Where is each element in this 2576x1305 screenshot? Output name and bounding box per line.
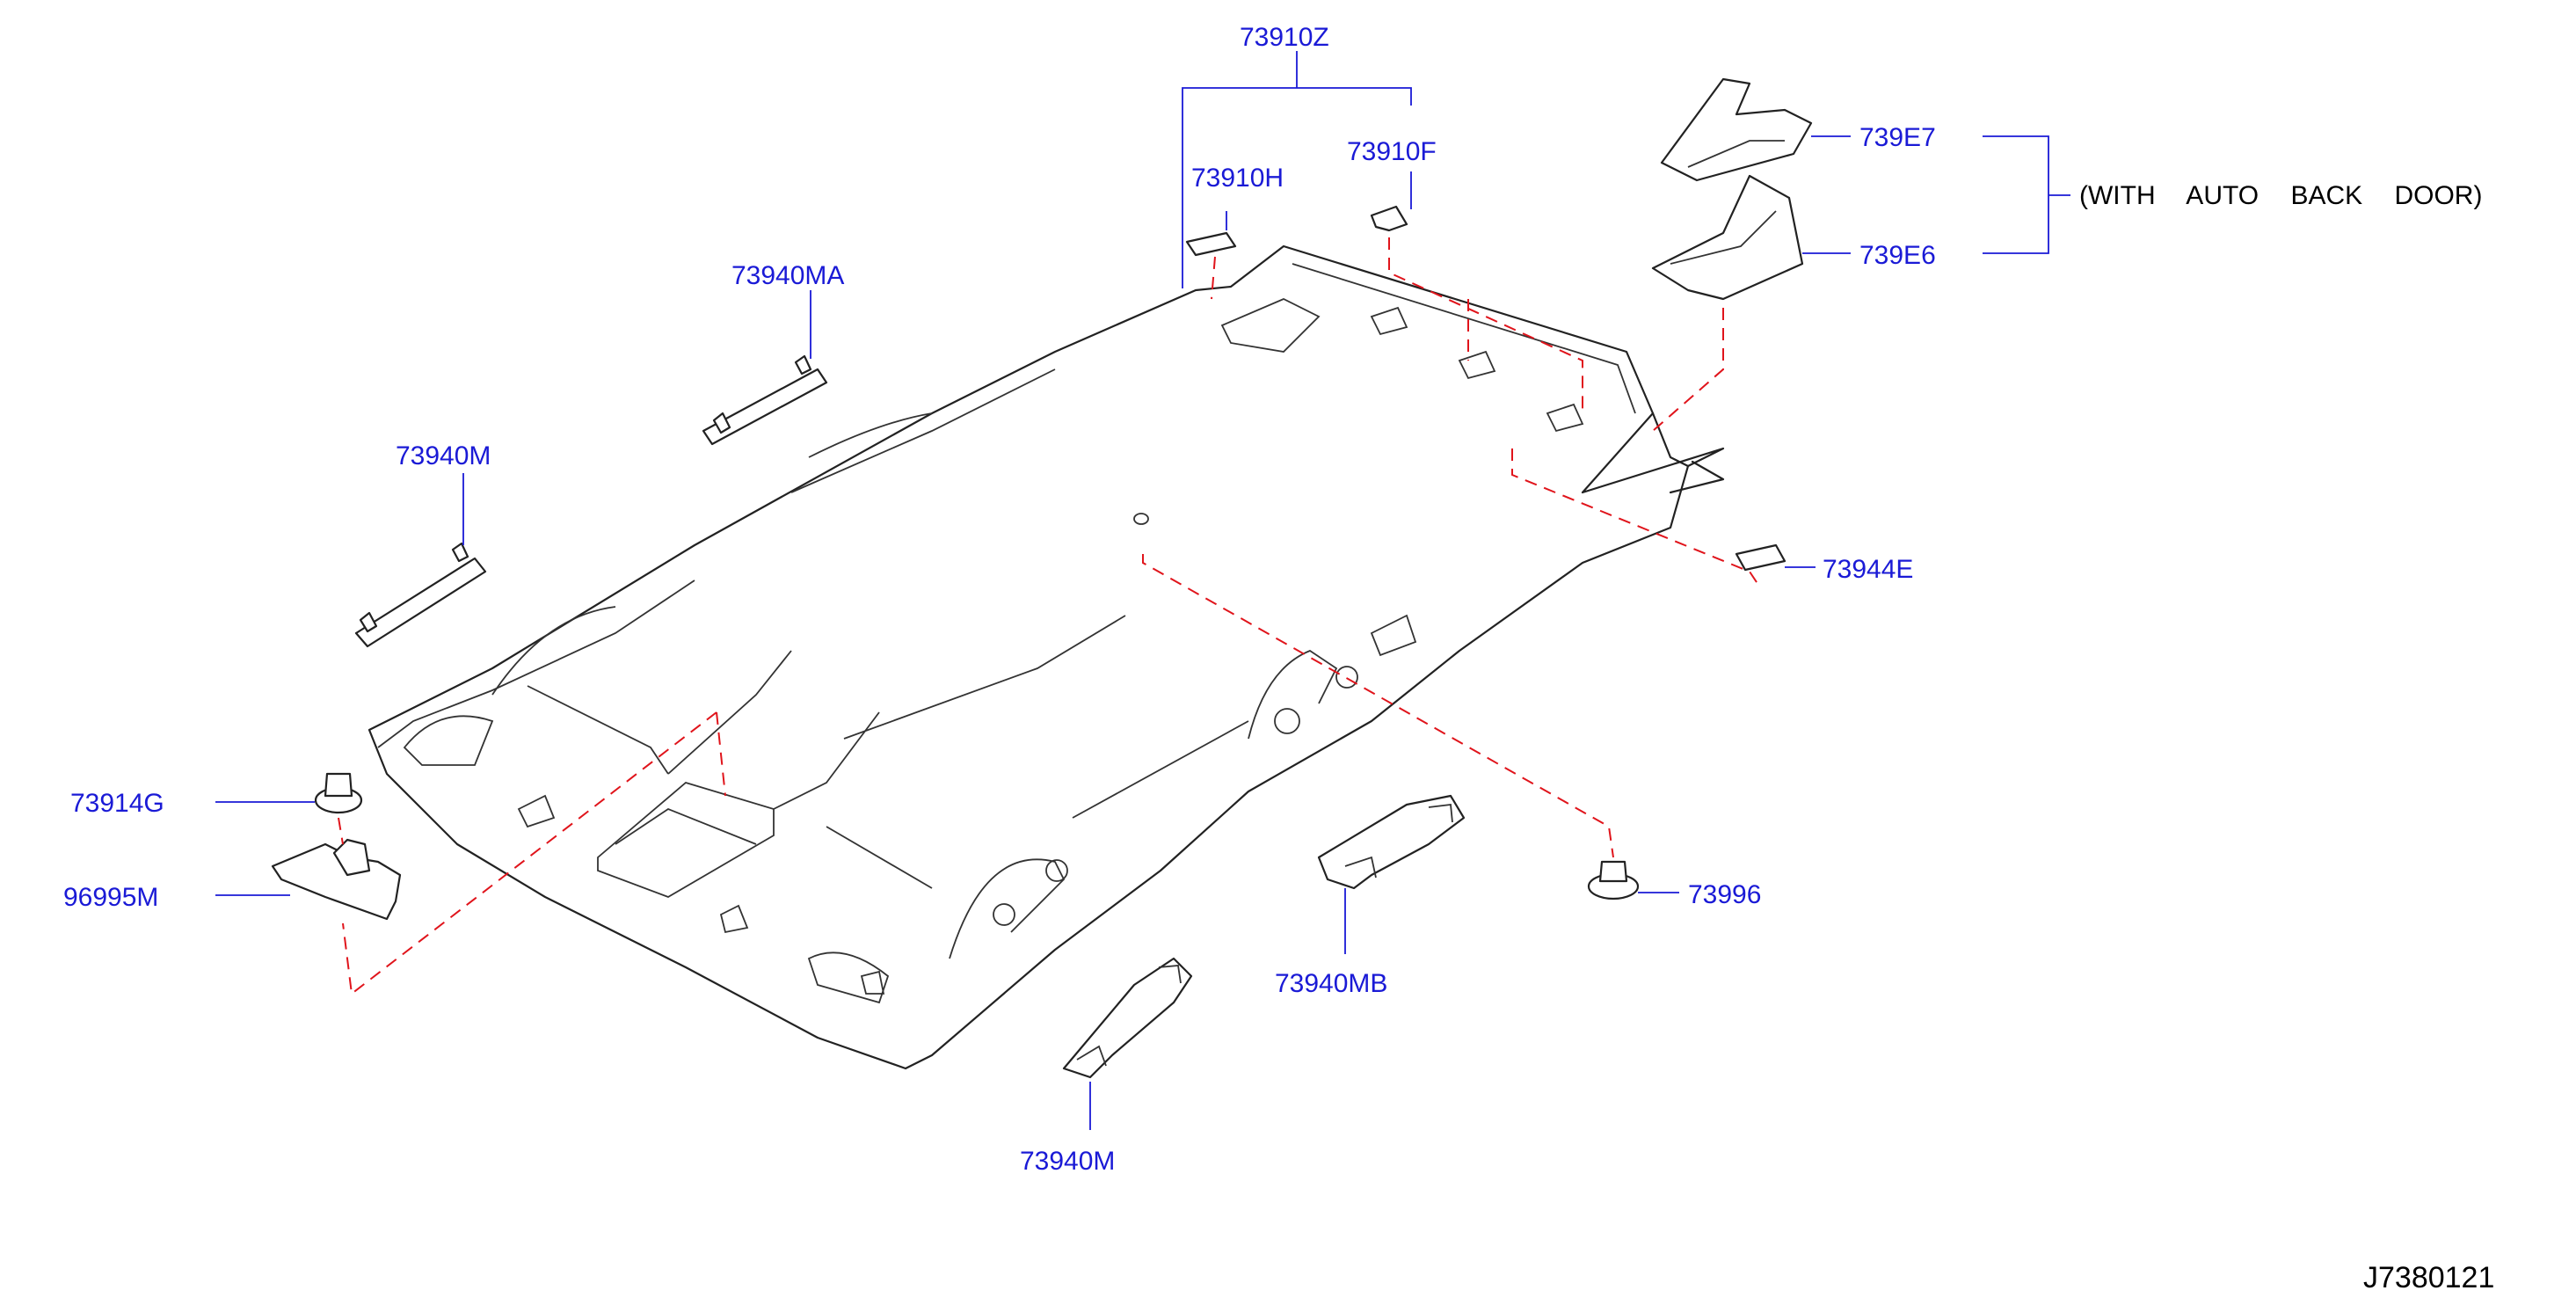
clip-73914g-part: [314, 772, 363, 814]
label-739e7: 739E7: [1859, 123, 1936, 152]
cover-739e7-part: [1660, 77, 1813, 182]
label-73910f: 73910F: [1347, 137, 1437, 166]
clip-73910f-part: [1370, 205, 1408, 232]
harness-clip-96995m-part: [271, 838, 402, 921]
assist-grip-left-part: [354, 542, 487, 648]
pad-73910h-part: [1185, 231, 1237, 257]
label-73940m-bottom: 73940M: [1020, 1147, 1115, 1176]
headlining-panel: [367, 244, 1725, 1070]
label-73910z: 73910Z: [1240, 23, 1329, 52]
cover-739e6-part: [1651, 174, 1804, 301]
spacer-73944e-part: [1735, 543, 1786, 572]
part-labels: 73910Z 73910H 73910F 73940MA 73940M 739E…: [63, 23, 2494, 1294]
label-73944e: 73944E: [1823, 555, 1913, 584]
clip-73996-part: [1587, 860, 1640, 900]
assist-grip-bottom-part: [1062, 957, 1193, 1079]
label-73940m-left: 73940M: [396, 441, 491, 470]
note-with-auto-back-door: (WITH AUTO BACK DOOR): [2079, 181, 2482, 210]
label-73940ma: 73940MA: [731, 261, 844, 290]
diagram-reference-code: J7380121: [2363, 1261, 2494, 1294]
label-739e6: 739E6: [1859, 241, 1936, 270]
label-73996: 73996: [1688, 880, 1761, 909]
leader-lines: [215, 51, 2070, 1130]
label-73940mb: 73940MB: [1275, 969, 1387, 998]
alignment-lines: [338, 237, 1759, 995]
label-73914g: 73914G: [70, 789, 164, 818]
label-73910h: 73910H: [1191, 164, 1284, 193]
assist-grip-mid-part: [1317, 794, 1466, 890]
label-96995m: 96995M: [63, 883, 158, 912]
assist-grip-upper-part: [702, 354, 828, 446]
